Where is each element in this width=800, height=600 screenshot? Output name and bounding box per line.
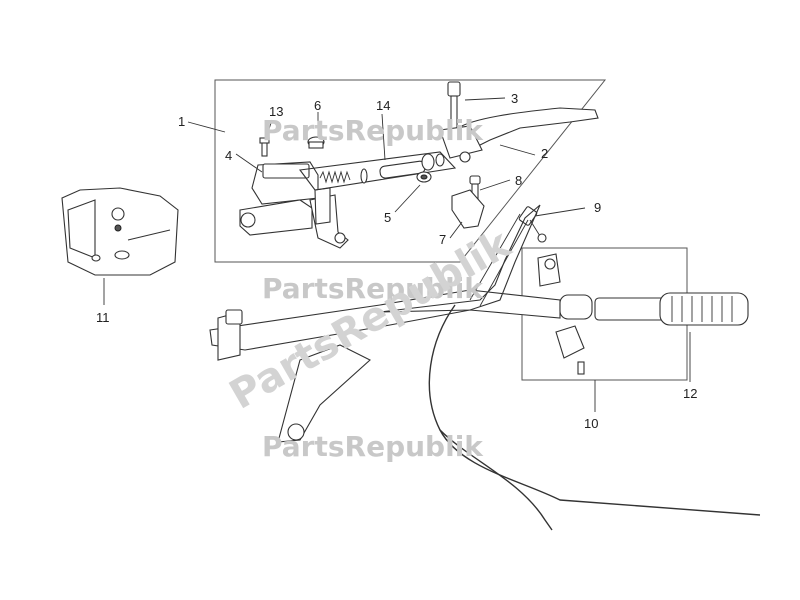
watermark-diagonal-text: PartsRepublik bbox=[222, 220, 520, 418]
callout-12: 12 bbox=[683, 386, 697, 401]
part-13-screw bbox=[259, 137, 270, 157]
watermark-text: PartsRepublik bbox=[262, 430, 484, 463]
part-6-cap bbox=[307, 136, 325, 149]
part-11-reservoir-cover bbox=[61, 187, 179, 276]
callout-13: 13 bbox=[269, 104, 283, 119]
part-2-brake-lever bbox=[439, 107, 599, 163]
part-14-piston-kit bbox=[298, 151, 457, 191]
assembly-box-1 bbox=[214, 79, 607, 263]
brake-cable-lower bbox=[439, 429, 553, 531]
part-10-throttle-housing bbox=[537, 253, 593, 375]
watermark-text: PartsRepublik bbox=[262, 114, 484, 147]
callout-6: 6 bbox=[314, 98, 321, 113]
callout-1: 1 bbox=[178, 114, 185, 129]
callout-10: 10 bbox=[584, 416, 598, 431]
callout-3: 3 bbox=[511, 91, 518, 106]
part-12-grip bbox=[594, 292, 749, 326]
handlebar-frame bbox=[209, 204, 561, 443]
part-7-bracket bbox=[451, 189, 485, 229]
callout-11: 11 bbox=[96, 310, 110, 325]
callout-4: 4 bbox=[225, 148, 232, 163]
callout-2: 2 bbox=[541, 146, 548, 161]
callout-labels: 1 2 3 4 5 6 7 8 9 10 11 12 13 14 bbox=[96, 91, 697, 431]
callout-9: 9 bbox=[594, 200, 601, 215]
callout-8: 8 bbox=[515, 173, 522, 188]
watermark-text: PartsRepublik bbox=[262, 272, 484, 305]
leader-lines bbox=[103, 97, 691, 412]
part-5-bushing bbox=[416, 171, 432, 183]
callout-7: 7 bbox=[439, 232, 446, 247]
callout-5: 5 bbox=[384, 210, 391, 225]
callout-14: 14 bbox=[376, 98, 390, 113]
